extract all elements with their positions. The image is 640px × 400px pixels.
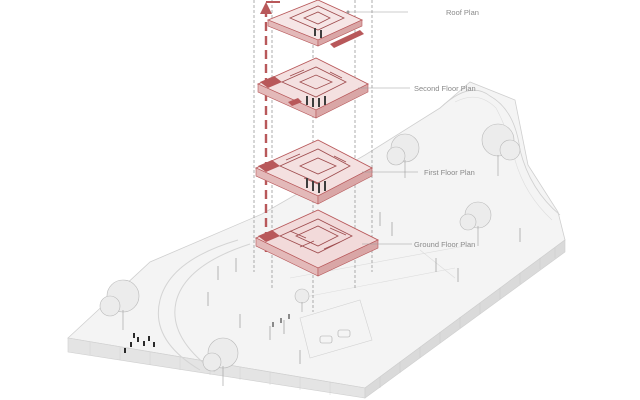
roof-plan-label: Roof Plan — [446, 8, 479, 17]
second-floor-slab — [256, 57, 370, 119]
tree-icon — [386, 133, 420, 178]
first-floor-slab — [254, 139, 373, 205]
site-trees — [99, 123, 521, 386]
ground-floor-slab — [254, 209, 380, 277]
circulation-path — [260, 1, 280, 252]
tree-icon — [481, 123, 521, 176]
tree-icon — [294, 288, 310, 312]
tree-icon — [99, 279, 140, 330]
second-floor-plan-label: Second Floor Plan — [414, 84, 476, 93]
label-leaders — [346, 10, 418, 245]
tree-icon — [459, 201, 492, 246]
ground-floor-plan-label: Ground Floor Plan — [414, 240, 475, 249]
tree-icon — [202, 337, 239, 386]
roof-slab — [266, 0, 364, 48]
first-floor-plan-label: First Floor Plan — [424, 168, 475, 177]
